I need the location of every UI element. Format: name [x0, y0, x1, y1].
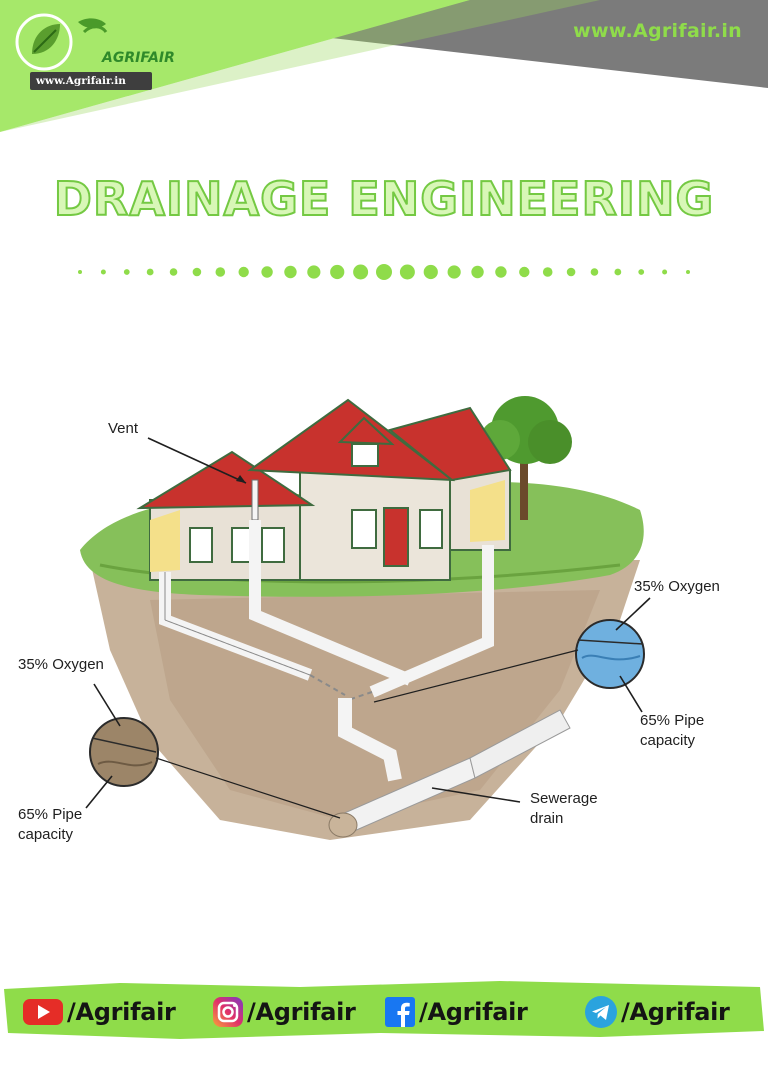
footer-green-band: [4, 981, 764, 1039]
divider-dot: [78, 270, 82, 274]
page-title: DRAINAGE ENGINEERING: [53, 171, 715, 227]
social-footer: /Agrifair /Agrifair /Agrifair: [0, 975, 768, 1045]
logo-url-badge[interactable]: www.Agrifair.in: [30, 72, 152, 90]
facebook-icon: [385, 997, 415, 1027]
telegram-handle: /Agrifair: [621, 998, 730, 1026]
divider-dot: [330, 264, 345, 280]
divider-dot: [100, 269, 106, 275]
divider-dot: [146, 268, 154, 276]
site-url-link[interactable]: www.Agrifair.in: [573, 20, 742, 42]
divider-dot: [399, 264, 415, 280]
divider-dot: [566, 267, 576, 277]
divider-dot: [686, 270, 690, 274]
divider-dot: [471, 265, 484, 279]
drainage-diagram: Vent 35% Oxygen 65% Pipe capacity 35% Ox…: [0, 360, 768, 860]
pipe-capacity-left-line2: capacity: [18, 826, 74, 843]
divider-dot: [123, 269, 130, 275]
divider-dot: [215, 267, 226, 277]
sewerage-drain-line2: drain: [530, 810, 564, 827]
oxygen-right-label: 35% Oxygen: [634, 578, 720, 595]
divider-dot: [614, 268, 622, 276]
logo-wordmark: AGRIFAIR: [102, 50, 175, 66]
divider-dot: [495, 266, 507, 278]
oxygen-left-label: 35% Oxygen: [18, 656, 104, 673]
divider-dot: [353, 264, 369, 280]
facebook-handle: /Agrifair: [419, 998, 528, 1026]
leaf-logo-icon: [15, 13, 108, 71]
sewerage-drain-line1: Sewerage: [530, 790, 598, 807]
pipe-capacity-right-line1: 65% Pipe: [640, 712, 705, 729]
instagram-link[interactable]: /Agrifair: [212, 995, 356, 1029]
divider-dot: [376, 264, 392, 280]
vent-label: Vent: [108, 420, 139, 437]
pipe-capacity-right-line2: capacity: [640, 732, 696, 749]
divider-dot: [542, 267, 553, 277]
divider-dot: [519, 266, 530, 278]
house-drainage-illustration: [80, 396, 651, 840]
youtube-link[interactable]: /Agrifair: [22, 995, 176, 1029]
telegram-icon: [585, 996, 617, 1028]
divider-dot: [261, 266, 273, 278]
header-background: [0, 0, 768, 132]
youtube-handle: /Agrifair: [67, 998, 176, 1026]
divider-dot: [590, 268, 599, 276]
instagram-handle: /Agrifair: [247, 998, 356, 1026]
divider-dot: [447, 265, 461, 279]
divider-dot: [169, 268, 178, 276]
divider-dot: [423, 264, 438, 280]
instagram-icon: [213, 997, 243, 1027]
divider-dot: [238, 266, 249, 278]
divider-dot: [638, 269, 645, 275]
divider-dot: [307, 265, 321, 279]
divider-dot: [284, 265, 297, 279]
youtube-icon: [23, 999, 63, 1025]
divider-dot: [192, 267, 202, 277]
facebook-link[interactable]: /Agrifair: [384, 995, 528, 1029]
divider-dot: [662, 269, 668, 275]
telegram-link[interactable]: /Agrifair: [584, 995, 730, 1029]
header: AGRIFAIR www.Agrifair.in www.Agrifair.in: [0, 0, 768, 140]
agrifair-logo[interactable]: AGRIFAIR: [14, 10, 175, 94]
dots-divider: [78, 264, 690, 280]
pipe-capacity-left-line1: 65% Pipe: [18, 806, 83, 823]
